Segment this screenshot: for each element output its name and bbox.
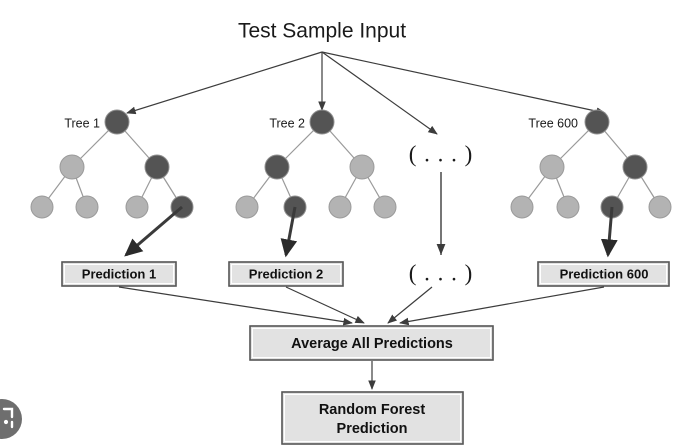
prediction-2-rect[interactable] [228, 261, 344, 287]
aggregate-arrows [118, 286, 605, 326]
page-title: Test Sample Input [238, 20, 406, 43]
watermark-logo-icon [0, 399, 22, 439]
tree-2-leaf-2 [328, 195, 352, 219]
watermark-dot-icon [3, 419, 9, 425]
tree-1-node-right [144, 154, 170, 180]
random-forest-prediction-label-line1: Random Forest [319, 402, 426, 418]
ellipsis-tree-group: ( . . . ) [409, 141, 474, 255]
arrow-prediction-1-to-average [118, 286, 353, 326]
tree-600-leaf-1 [556, 195, 580, 219]
prediction-600-rect-inner [540, 264, 667, 284]
average-predictions-rect-inner [252, 328, 491, 358]
prediction-1-box[interactable]: Prediction 1 [61, 261, 177, 287]
prediction-600-label: Prediction 600 [560, 266, 649, 281]
prediction-600-rect[interactable] [537, 261, 670, 287]
watermark-circle-shape [0, 399, 22, 439]
tree-2-leaf-0 [235, 195, 259, 219]
arrow-input-to-tree-1 [126, 51, 323, 115]
tree-600-prediction-arrow [600, 206, 618, 258]
random-forest-prediction-box[interactable]: Random Forest Prediction [281, 391, 464, 445]
tree-2-prediction-arrow [280, 206, 298, 258]
tree-1-node-root [104, 109, 130, 135]
prediction-1-rect[interactable] [61, 261, 177, 287]
tree-2-node-root [309, 109, 335, 135]
tree-1-node-left [59, 154, 85, 180]
tree-2-label: Tree 2 [269, 116, 305, 130]
ellipsis-tree-text: ( . . . ) [409, 141, 474, 166]
watermark-bracket-icon [2, 407, 14, 419]
random-forest-prediction-label-line2: Prediction [337, 421, 408, 437]
tree-600-node-root [584, 109, 610, 135]
arrow-input-to-tree-ellipsis [321, 51, 438, 135]
tree-600-node-left [539, 154, 565, 180]
fanout-arrows [126, 51, 606, 135]
average-predictions-label: Average All Predictions [291, 336, 453, 352]
prediction-2-rect-inner [231, 264, 341, 284]
arrow-input-to-tree-600 [321, 51, 606, 115]
random-forest-prediction-rect-inner [284, 394, 461, 442]
average-predictions-rect[interactable] [249, 325, 494, 361]
arrow-prediction-600-to-average [399, 286, 605, 326]
prediction-2-label: Prediction 2 [249, 266, 323, 281]
tree-1-leaf-0 [30, 195, 54, 219]
prediction-600-box[interactable]: Prediction 600 [537, 261, 670, 287]
ellipsis-prediction-group: ( . . . ) [409, 260, 474, 285]
arrow-prediction-2-to-average [285, 286, 365, 324]
tree-1-label: Tree 1 [64, 116, 100, 130]
random-forest-prediction-rect[interactable] [281, 391, 464, 445]
tree-2-group: Tree 2 [235, 109, 397, 258]
tree-600-label: Tree 600 [528, 116, 578, 130]
tree-600-leaf-3 [648, 195, 672, 219]
prediction-1-label: Prediction 1 [82, 266, 156, 281]
tree-1-group: Tree 1 [30, 109, 194, 257]
prediction-2-box[interactable]: Prediction 2 [228, 261, 344, 287]
tree-2-leaf-3 [373, 195, 397, 219]
ellipsis-prediction-text: ( . . . ) [409, 260, 474, 285]
tree-600-group: Tree 600 [510, 109, 672, 258]
average-predictions-box[interactable]: Average All Predictions [249, 325, 494, 361]
tree-1-prediction-arrow [124, 205, 183, 257]
tree-2-node-right [349, 154, 375, 180]
prediction-1-rect-inner [64, 264, 174, 284]
tree-2-node-left [264, 154, 290, 180]
tree-1-leaf-2 [125, 195, 149, 219]
arrow-ellipsis-to-average [387, 286, 433, 324]
tree-600-node-right [622, 154, 648, 180]
tree-1-leaf-1 [75, 195, 99, 219]
tree-600-leaf-0 [510, 195, 534, 219]
